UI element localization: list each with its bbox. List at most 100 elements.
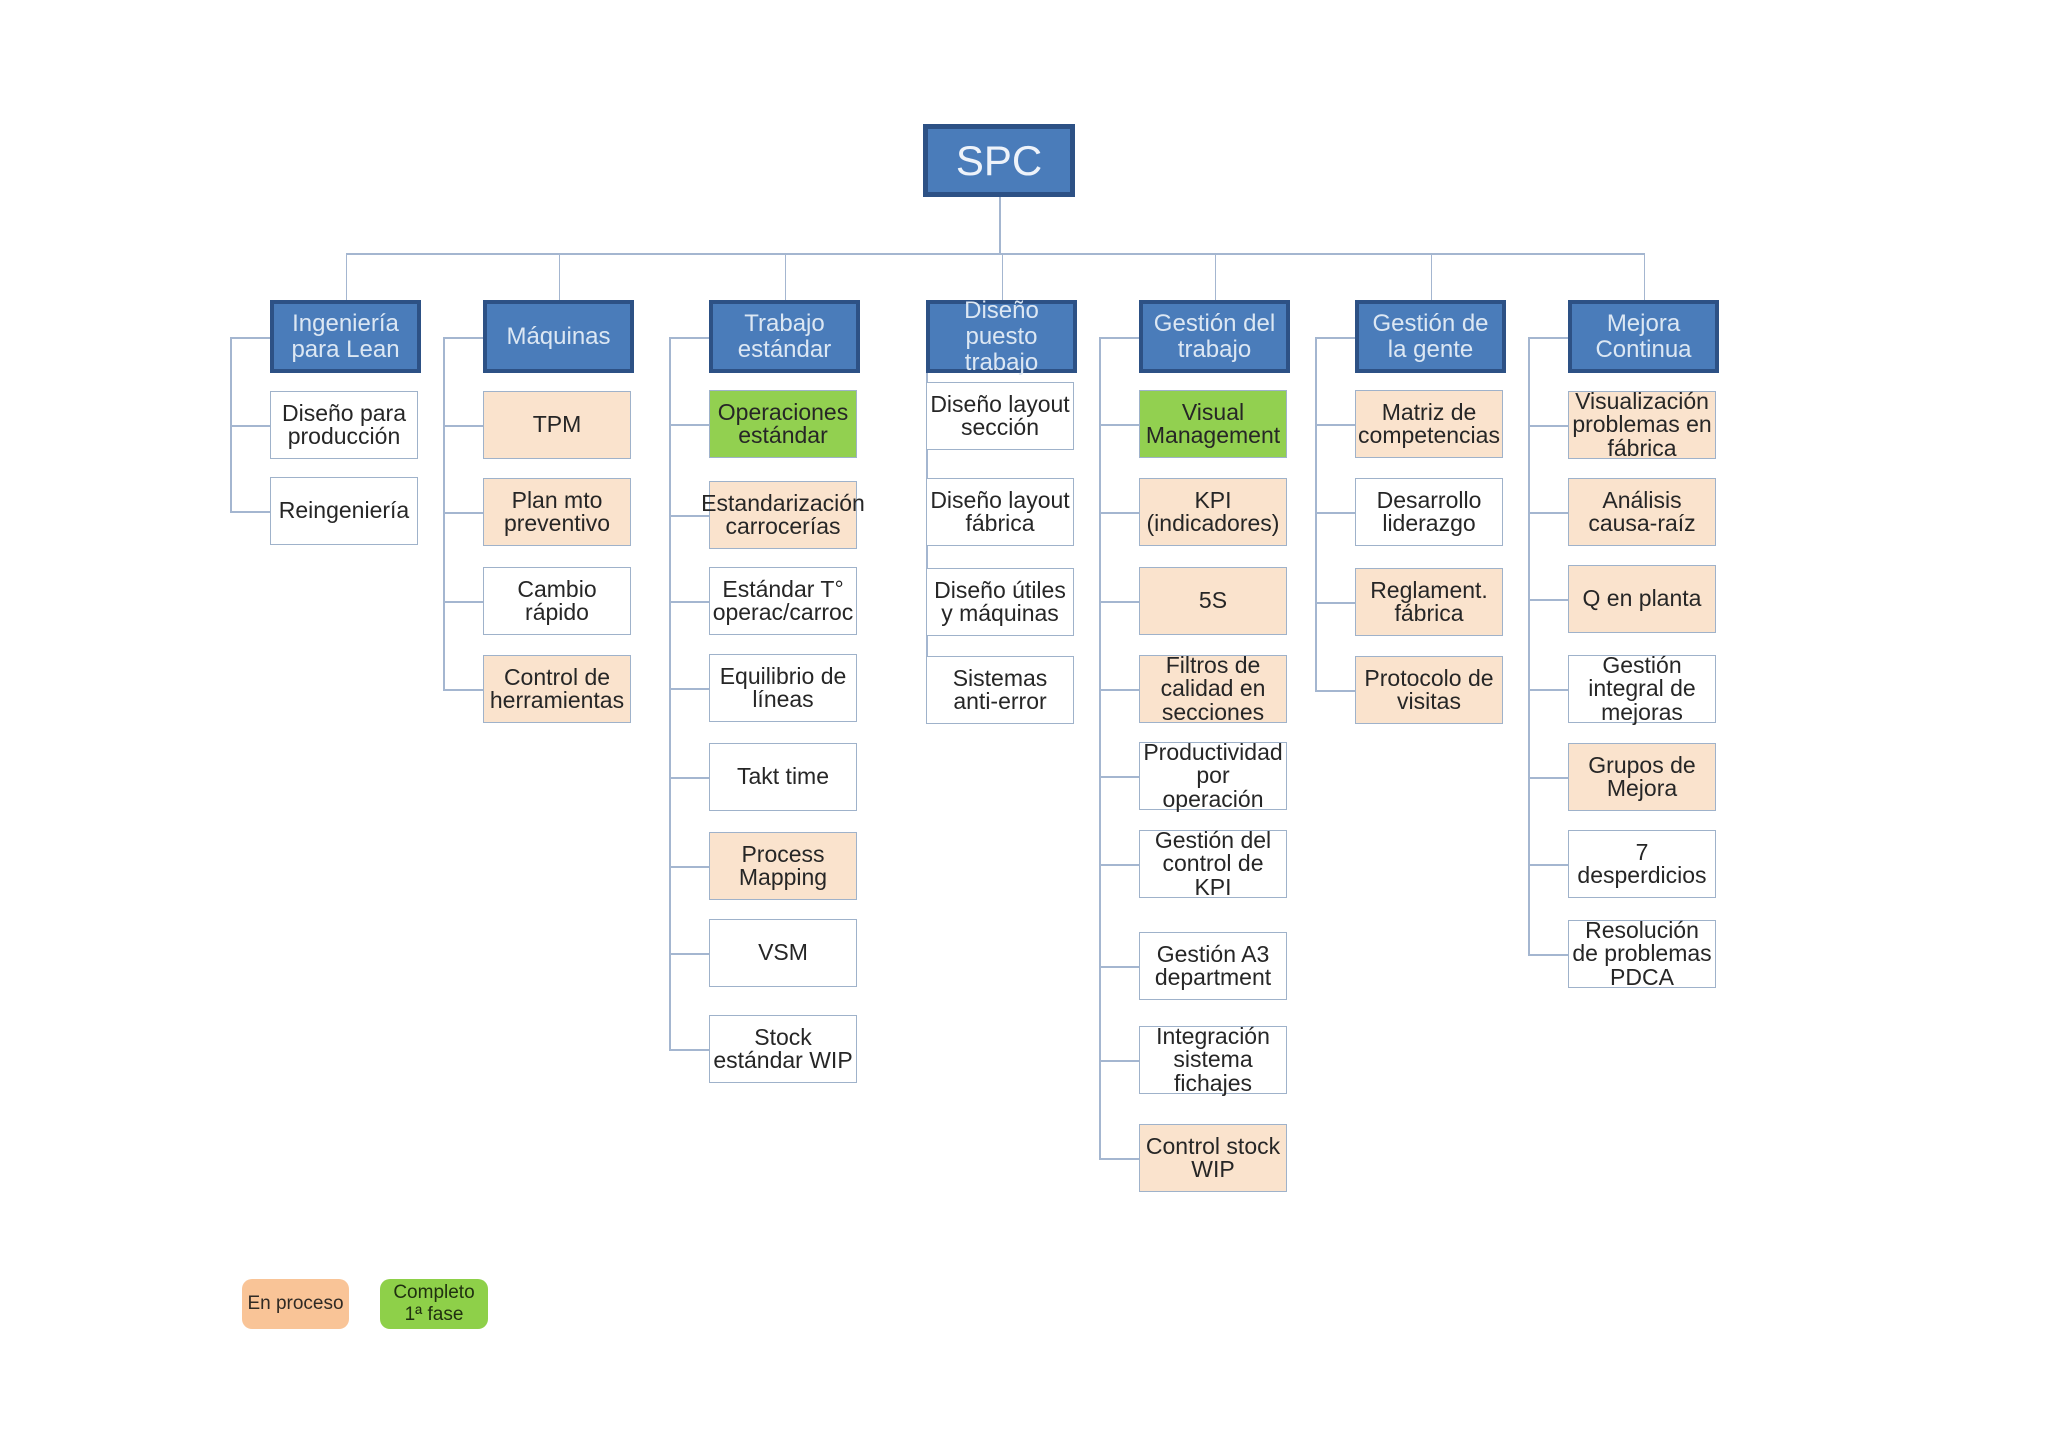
connector-line bbox=[669, 866, 709, 868]
connector-line bbox=[1430, 253, 1432, 300]
connector-line bbox=[443, 425, 483, 427]
tree-node: Matriz de competencias bbox=[1355, 390, 1503, 458]
connector-line bbox=[669, 337, 709, 339]
connector-line bbox=[669, 777, 709, 779]
tree-node: Equilibrio de líneas bbox=[709, 654, 857, 722]
tree-node: Filtros de calidad en secciones bbox=[1139, 653, 1287, 724]
tree-node: Diseño útiles y máquinas bbox=[926, 568, 1074, 636]
connector-line bbox=[669, 515, 709, 517]
branch-header-6: Gestión de la gente bbox=[1355, 300, 1506, 373]
connector-line bbox=[1099, 601, 1139, 603]
connector-line bbox=[1528, 689, 1568, 691]
connector-line bbox=[443, 337, 483, 339]
tree-node: Grupos de Mejora bbox=[1568, 743, 1716, 811]
connector-line bbox=[1001, 253, 1003, 300]
tree-node: Reingeniería bbox=[270, 477, 418, 545]
connector-line bbox=[345, 253, 1644, 255]
connector-line bbox=[1528, 337, 1568, 339]
tree-node: Cambio rápido bbox=[483, 567, 631, 635]
connector-line bbox=[230, 337, 232, 511]
connector-line bbox=[1528, 599, 1568, 601]
tree-node: 7 desperdicios bbox=[1568, 830, 1716, 898]
tree-node: Operaciones estándar bbox=[709, 390, 857, 458]
tree-node: Resolución de problemas PDCA bbox=[1568, 918, 1716, 989]
tree-node: Plan mto preventivo bbox=[483, 478, 631, 546]
connector-line bbox=[1315, 602, 1355, 604]
connector-line bbox=[230, 425, 270, 427]
tree-node: Estándar T° operac/carroc bbox=[709, 567, 857, 635]
tree-node: Sistemas anti-error bbox=[926, 656, 1074, 724]
connector-line bbox=[443, 689, 483, 691]
connector-line bbox=[669, 688, 709, 690]
tree-node: Diseño layout fábrica bbox=[926, 478, 1074, 546]
connector-line bbox=[999, 197, 1001, 253]
tree-node: Q en planta bbox=[1568, 565, 1716, 633]
tree-node: Diseño para producción bbox=[270, 391, 418, 459]
legend-item-in-progress: En proceso bbox=[242, 1279, 349, 1329]
connector-line bbox=[1214, 253, 1216, 300]
branch-header-5: Gestión del trabajo bbox=[1139, 300, 1290, 373]
branch-header-1: Ingeniería para Lean bbox=[270, 300, 421, 373]
connector-line bbox=[558, 253, 560, 300]
connector-line bbox=[1099, 512, 1139, 514]
connector-line bbox=[669, 953, 709, 955]
tree-node: Control stock WIP bbox=[1139, 1124, 1287, 1192]
tree-node: Protocolo de visitas bbox=[1355, 656, 1503, 724]
tree-node: KPI (indicadores) bbox=[1139, 478, 1287, 546]
tree-node: Process Mapping bbox=[709, 832, 857, 900]
connector-line bbox=[669, 1049, 709, 1051]
tree-node: 5S bbox=[1139, 567, 1287, 635]
tree-node: Desarrollo liderazgo bbox=[1355, 478, 1503, 546]
tree-node: Diseño layout sección bbox=[926, 382, 1074, 450]
tree-node: Integración sistema fichajes bbox=[1139, 1024, 1287, 1095]
connector-line bbox=[1643, 253, 1645, 300]
connector-line bbox=[1099, 1060, 1139, 1062]
connector-line bbox=[784, 253, 786, 300]
connector-line bbox=[1528, 864, 1568, 866]
tree-node: Stock estándar WIP bbox=[709, 1015, 857, 1083]
tree-node: Visualización problemas en fábrica bbox=[1568, 389, 1716, 460]
connector-line bbox=[1315, 337, 1355, 339]
connector-line bbox=[1528, 954, 1568, 956]
connector-line bbox=[230, 511, 270, 513]
tree-node: Visual Management bbox=[1139, 390, 1287, 458]
branch-header-4: Diseño puesto trabajo bbox=[926, 297, 1077, 375]
connector-line bbox=[1315, 424, 1355, 426]
connector-line bbox=[1528, 337, 1530, 954]
connector-line bbox=[443, 512, 483, 514]
tree-node: Control de herramientas bbox=[483, 655, 631, 723]
tree-node: Estandarización carrocerías bbox=[701, 481, 865, 549]
connector-line bbox=[230, 337, 270, 339]
connector-line bbox=[1315, 512, 1355, 514]
branch-header-3: Trabajo estándar bbox=[709, 300, 860, 373]
connector-line bbox=[443, 601, 483, 603]
connector-line bbox=[345, 253, 347, 300]
connector-line bbox=[669, 337, 671, 1049]
tree-node: VSM bbox=[709, 919, 857, 987]
tree-node: Productividad por operación bbox=[1139, 740, 1287, 811]
connector-line bbox=[1099, 776, 1139, 778]
connector-line bbox=[1099, 337, 1101, 1158]
tree-node: Gestión integral de mejoras bbox=[1568, 653, 1716, 724]
branch-header-2: Máquinas bbox=[483, 300, 634, 373]
tree-node: Takt time bbox=[709, 743, 857, 811]
tree-node: Gestión del control de KPI bbox=[1139, 828, 1287, 899]
connector-line bbox=[1099, 424, 1139, 426]
legend-item-complete: Completo 1ª fase bbox=[380, 1279, 488, 1329]
connector-line bbox=[1099, 337, 1139, 339]
connector-line bbox=[1528, 512, 1568, 514]
connector-line bbox=[1528, 777, 1568, 779]
branch-header-7: Mejora Continua bbox=[1568, 300, 1719, 373]
tree-node: Gestión A3 department bbox=[1139, 932, 1287, 1000]
connector-line bbox=[669, 601, 709, 603]
connector-line bbox=[1099, 864, 1139, 866]
connector-line bbox=[1099, 966, 1139, 968]
tree-node: TPM bbox=[483, 391, 631, 459]
connector-line bbox=[1315, 337, 1317, 690]
root-node: SPC bbox=[923, 124, 1075, 197]
tree-node: Reglament. fábrica bbox=[1355, 568, 1503, 636]
connector-line bbox=[1528, 425, 1568, 427]
connector-line bbox=[1099, 1158, 1139, 1160]
tree-node: Análisis causa-raíz bbox=[1568, 478, 1716, 546]
